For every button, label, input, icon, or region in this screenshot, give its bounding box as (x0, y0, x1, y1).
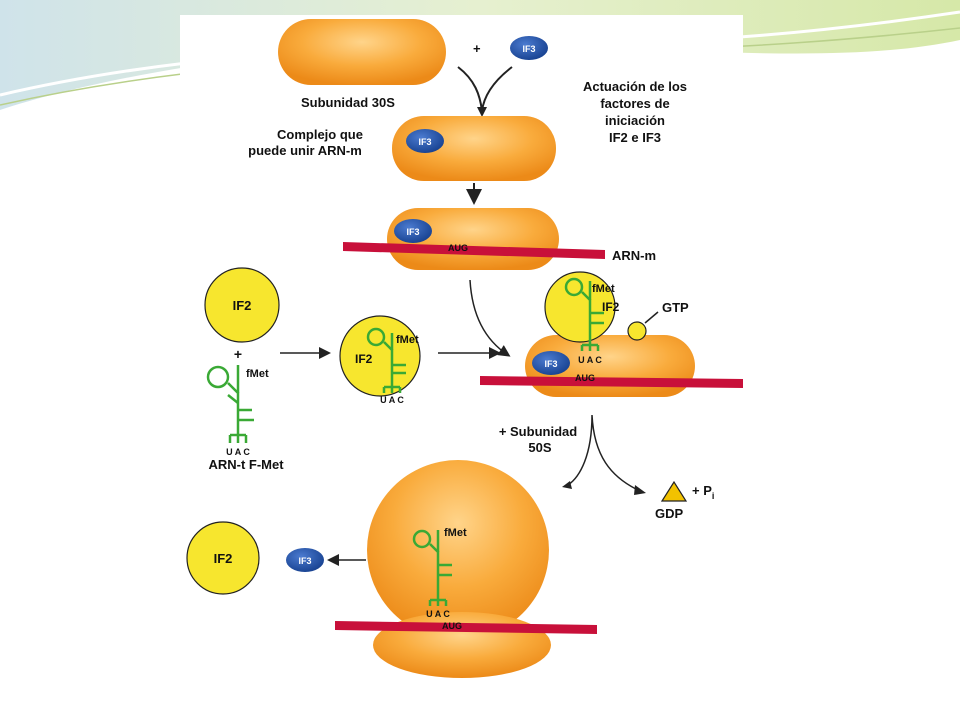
mrna-strand (335, 621, 597, 634)
label-mrna: ARN-m (612, 248, 656, 263)
if2-label: IF2 (233, 298, 252, 313)
svg-text:IF2: IF2 (355, 352, 373, 366)
if3-icon: IF3 (510, 36, 548, 60)
svg-text:fMet: fMet (444, 527, 467, 539)
label-pi: + Pi (692, 483, 714, 501)
label-complex-line2: puede unir ARN-m (248, 143, 362, 158)
svg-text:IF2 e IF3: IF2 e IF3 (609, 130, 661, 145)
svg-text:iniciación: iniciación (605, 113, 665, 128)
svg-text:fMet: fMet (396, 334, 419, 346)
ribosome-30s-lower (373, 612, 551, 678)
label-trna: ARN-t F-Met (208, 457, 284, 472)
if2-gtp-complex (544, 271, 616, 343)
label-gtp: GTP (662, 300, 689, 315)
mrna-strand (343, 242, 605, 259)
svg-text:U A C: U A C (380, 395, 404, 405)
label-subunit-30s: Subunidad 30S (301, 95, 395, 110)
split-arrow (567, 414, 641, 492)
label-subunit-50s-line1: + Subunidad (499, 424, 577, 439)
svg-text:fMet: fMet (592, 283, 615, 295)
codon-aug: AUG (448, 243, 468, 253)
plus-sign: + (473, 41, 481, 56)
if3-icon: IF3 (532, 351, 570, 375)
svg-text:IF3: IF3 (544, 359, 557, 369)
if2-trna-complex (339, 315, 421, 397)
ribosome-30s-subunit (278, 19, 446, 85)
if3-icon: IF3 (406, 129, 444, 153)
if3-icon: IF3 (394, 219, 432, 243)
if3-icon: IF3 (286, 548, 324, 572)
diagram-panel: Subunidad 30S + IF3 Actuación de los fac… (180, 15, 743, 690)
label-gdp: GDP (655, 506, 684, 521)
label-subunit-50s-line2: 50S (528, 440, 551, 455)
fmet-label: fMet (246, 368, 269, 380)
diagram-title: Actuación de los factores de iniciación … (583, 79, 687, 145)
svg-text:IF2: IF2 (602, 300, 620, 314)
ribosome-50s-subunit (367, 460, 549, 640)
svg-text:IF3: IF3 (406, 227, 419, 237)
anticodon-label: U A C (226, 447, 250, 457)
mrna-strand (480, 376, 743, 388)
svg-text:factores de: factores de (600, 96, 669, 111)
svg-text:U A C: U A C (426, 609, 450, 619)
svg-text:IF3: IF3 (418, 137, 431, 147)
trna-in-p-site (412, 529, 452, 606)
gdp-triangle (660, 480, 688, 502)
merge-arrow (457, 66, 513, 112)
svg-text:IF3: IF3 (522, 44, 535, 54)
translation-initiation-diagram: Subunidad 30S + IF3 Actuación de los fac… (186, 19, 743, 678)
svg-text:IF2: IF2 (214, 551, 233, 566)
svg-text:U A C: U A C (578, 355, 602, 365)
svg-text:AUG: AUG (442, 621, 462, 631)
svg-text:Actuación de los: Actuación de los (583, 79, 687, 94)
label-complex-line1: Complejo que (277, 127, 363, 142)
plus-sign: + (234, 346, 242, 362)
svg-text:AUG: AUG (575, 373, 595, 383)
if2-factor (204, 267, 280, 343)
if2-factor-released (186, 521, 260, 595)
trna-fmet (206, 365, 254, 443)
gtp-molecule (627, 321, 647, 341)
svg-text:IF3: IF3 (298, 556, 311, 566)
